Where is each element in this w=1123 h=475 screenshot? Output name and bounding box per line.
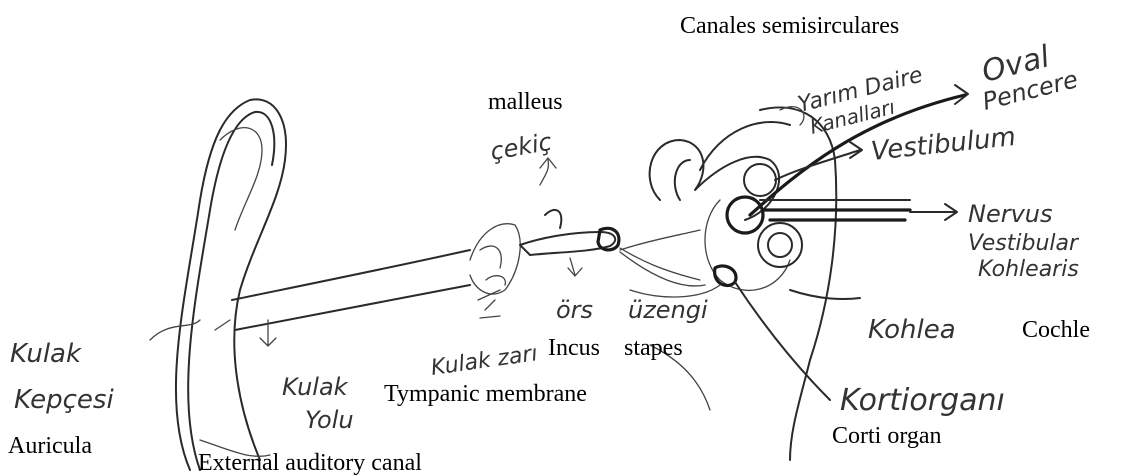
hw-nervus-1: Nervus <box>968 200 1053 228</box>
hw-kulak-kepcesi-2: Kepçesi <box>14 385 114 415</box>
label-tympanic-membrane: Tympanic membrane <box>384 382 587 406</box>
tympanic-membrane-drawing <box>470 224 520 318</box>
label-auricula: Auricula <box>8 434 92 458</box>
hw-uzengi: üzengi <box>628 296 708 324</box>
label-stapes: stapes <box>624 336 683 360</box>
hw-vestibulum: Vestibulum <box>870 122 1018 167</box>
hw-kulak-yolu-2: Yolu <box>305 406 354 434</box>
ossicles-drawing <box>520 158 705 286</box>
hw-kohlea: Kohlea <box>868 315 956 345</box>
hw-kulak-kepcesi-1: Kulak <box>10 339 82 369</box>
hw-ors: örs <box>556 296 593 324</box>
hw-kulak-yolu-1: Kulak <box>282 373 349 401</box>
label-canales-semisirculares: Canales semisirculares <box>680 14 899 38</box>
label-malleus: malleus <box>488 90 563 114</box>
hw-kulakzari: Kulak zarı <box>429 341 539 381</box>
hw-nervus-3: Kohlearis <box>978 257 1079 282</box>
label-incus: Incus <box>548 336 600 360</box>
label-cochle: Cochle <box>1022 318 1090 342</box>
hw-kortiorgani: Kortiorganı <box>840 383 1005 418</box>
hw-nervus-2: Vestibular <box>968 231 1080 256</box>
inner-ear-drawing <box>630 107 836 460</box>
hw-cekic: çekiç <box>488 128 554 166</box>
label-corti-organ: Corti organ <box>832 424 942 448</box>
label-external-auditory-canal: External auditory canal <box>198 451 422 475</box>
